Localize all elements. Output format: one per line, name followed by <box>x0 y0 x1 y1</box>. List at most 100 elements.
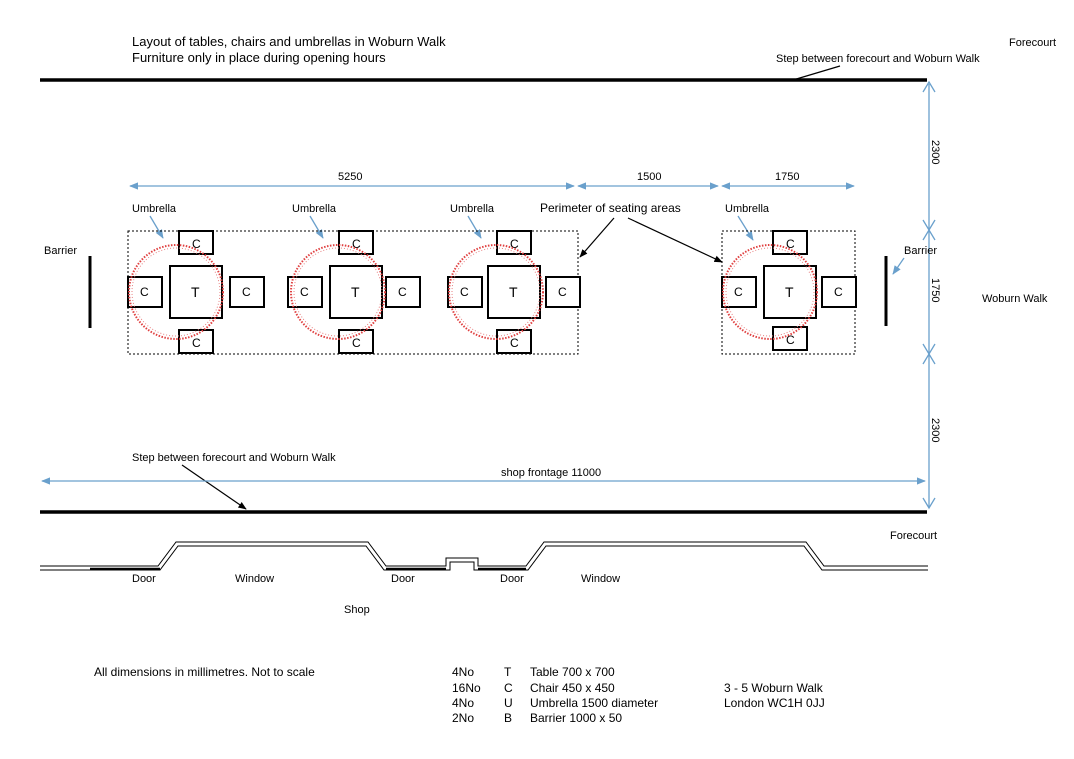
window-label-1: Window <box>235 573 274 585</box>
seating-group-3: C C C C T <box>447 230 581 354</box>
legend-qty: 4No <box>452 696 474 710</box>
chair-bottom <box>178 329 214 354</box>
table <box>329 265 383 319</box>
step-top-pointer <box>792 65 841 81</box>
chair-letter: C <box>558 285 567 299</box>
chair-left <box>127 276 163 308</box>
dim-1750-vertical: 1750 <box>929 278 941 302</box>
chair-letter: C <box>352 237 361 251</box>
legend-desc: Table 700 x 700 <box>530 665 615 679</box>
dimension-arrow <box>922 80 936 93</box>
chair-letter: C <box>786 237 795 251</box>
dim-2300-bottom: 2300 <box>929 418 941 442</box>
door-label-2: Door <box>391 573 415 585</box>
chair-letter: C <box>510 336 519 350</box>
shop-frontage-label: shop frontage 11000 <box>501 467 601 479</box>
chair-letter: C <box>398 285 407 299</box>
legend-desc: Chair 450 x 450 <box>530 681 615 695</box>
umbrella-pointer-1 <box>149 215 164 239</box>
dimension-arrow <box>922 497 936 510</box>
umbrella-label-1: Umbrella <box>132 203 177 215</box>
step-bottom-pointer <box>181 464 247 510</box>
dim-2300-top: 2300 <box>929 140 941 164</box>
legend: 4No T Table 700 x 700 16No C Chair 450 x… <box>452 665 658 725</box>
umbrella-pointer-4 <box>737 215 754 241</box>
table-letter: T <box>785 284 794 300</box>
chair-bottom <box>338 329 374 354</box>
chair-top <box>338 230 374 255</box>
forecourt-bottom-label: Forecourt <box>890 530 937 542</box>
table-letter: T <box>509 284 518 300</box>
units-note: All dimensions in millimetres. Not to sc… <box>94 665 315 679</box>
table-letter: T <box>351 284 360 300</box>
chair-letter: C <box>192 237 201 251</box>
step-bottom-label: Step between forecourt and Woburn Walk <box>132 452 336 464</box>
chair-top <box>178 230 214 255</box>
seating-group-1: C C C C T <box>127 230 265 354</box>
woburn-walk-label: Woburn Walk <box>982 293 1048 305</box>
dim-1750: 1750 <box>775 171 799 183</box>
perimeter-pointer-right <box>627 217 723 263</box>
chair-letter: C <box>834 285 843 299</box>
umbrella-circle <box>448 244 544 340</box>
umbrella-pointer-3 <box>467 215 482 239</box>
seating-group-4: C C C C T <box>721 230 857 351</box>
chair-right <box>821 276 857 308</box>
table <box>169 265 223 319</box>
chair-bottom <box>772 326 808 351</box>
dimension-arrow <box>922 352 936 365</box>
seating-group-2: C C C C T <box>287 230 421 354</box>
chair-letter: C <box>140 285 149 299</box>
chair-right <box>545 276 581 308</box>
window-label-2: Window <box>581 573 620 585</box>
chair-letter: C <box>242 285 251 299</box>
table <box>763 265 817 319</box>
umbrella-circle <box>290 244 386 340</box>
legend-qty: 16No <box>452 681 481 695</box>
chair-letter: C <box>734 285 743 299</box>
chair-top <box>496 230 532 255</box>
chair-right <box>229 276 265 308</box>
umbrella-label-3: Umbrella <box>450 203 495 215</box>
chair-bottom <box>496 329 532 354</box>
umbrella-circle-inner <box>725 247 815 337</box>
step-top-label: Step between forecourt and Woburn Walk <box>776 53 980 65</box>
legend-code: B <box>504 711 512 725</box>
chair-letter: C <box>352 336 361 350</box>
chair-letter: C <box>460 285 469 299</box>
table <box>487 265 541 319</box>
umbrella-circle-inner <box>293 247 383 337</box>
umbrella-circle <box>722 244 818 340</box>
door-label-3: Door <box>500 573 524 585</box>
barrier-label-left: Barrier <box>44 245 77 257</box>
perimeter-label: Perimeter of seating areas <box>540 201 681 215</box>
shop-front-outline <box>40 541 928 571</box>
shop-label: Shop <box>344 604 370 616</box>
dimension-arrow <box>922 228 936 241</box>
legend-qty: 4No <box>452 665 474 679</box>
dim-5250: 5250 <box>338 171 362 183</box>
address-line-2: London WC1H 0JJ <box>724 696 825 710</box>
chair-letter: C <box>192 336 201 350</box>
perimeter-pointer-left <box>579 217 615 258</box>
chair-letter: C <box>300 285 309 299</box>
diagram-title: Layout of tables, chairs and umbrellas i… <box>132 34 446 49</box>
chair-letter: C <box>786 333 795 347</box>
legend-code: U <box>504 696 513 710</box>
umbrella-circle <box>128 244 224 340</box>
umbrella-pointer-2 <box>309 215 324 239</box>
chair-top <box>772 230 808 255</box>
umbrella-circle-inner <box>451 247 541 337</box>
umbrella-circle-inner <box>131 247 221 337</box>
legend-desc: Barrier 1000 x 50 <box>530 711 622 725</box>
umbrella-label-2: Umbrella <box>292 203 337 215</box>
table-letter: T <box>191 284 200 300</box>
chair-left <box>721 276 757 308</box>
chair-letter: C <box>510 237 519 251</box>
umbrella-label-4: Umbrella <box>725 203 770 215</box>
chair-right <box>385 276 421 308</box>
diagram-subtitle: Furniture only in place during opening h… <box>132 50 386 65</box>
legend-code: C <box>504 681 513 695</box>
barrier-label-right: Barrier <box>904 245 937 257</box>
